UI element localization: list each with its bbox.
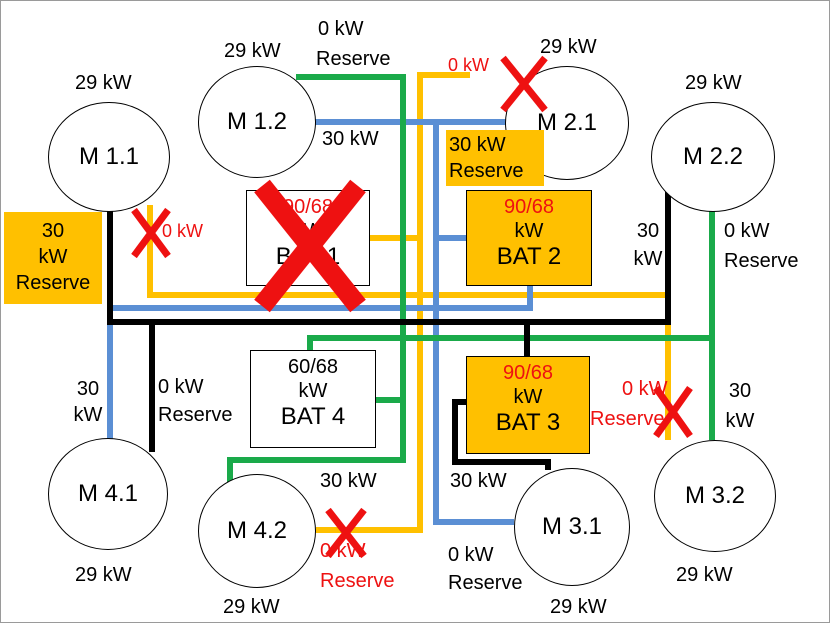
motor-m12-power: 29 kW	[224, 40, 281, 62]
motor-m22-label: M 2.2	[682, 143, 744, 170]
motor-m41-power: 29 kW	[75, 564, 132, 586]
battery-bat4-name: BAT 4	[280, 403, 346, 430]
reserve-box-m11	[4, 212, 102, 304]
motor-m12: M 1.2	[198, 66, 316, 178]
black-line-m11-m22	[107, 175, 671, 325]
m12-top-value: 0 kW	[318, 18, 364, 40]
battery-bat3-name: BAT 3	[495, 409, 561, 436]
battery-bat2-name: BAT 2	[496, 243, 562, 270]
m12-blue-label: 30 kW	[322, 128, 379, 150]
battery-bat2: 90/68 kW BAT 2	[466, 190, 592, 286]
m12-top-reserve: Reserve	[316, 48, 391, 70]
motor-m42: M 4.2	[198, 474, 316, 588]
m11-reserve-unit: kW	[38, 246, 68, 268]
motor-m31-label: M 3.1	[541, 513, 603, 540]
m32-red-value: 0 kW	[622, 378, 668, 400]
m41-blue-value: 30	[76, 378, 100, 400]
motor-m32: M 3.2	[654, 440, 776, 552]
motor-m41-label: M 4.1	[77, 480, 139, 507]
battery-bat3: 90/68 kW BAT 3	[466, 356, 590, 454]
motor-m31: M 3.1	[514, 468, 630, 586]
battery-bat2-unit: kW	[514, 220, 544, 242]
green-line-m22-m32	[307, 198, 715, 350]
m41-black-label: Reserve	[158, 404, 233, 426]
m32-green-unit: kW	[725, 410, 755, 432]
m11-reserve-value: 30	[41, 220, 65, 242]
motor-m22-power: 29 kW	[685, 72, 742, 94]
green-line-m12-bat4	[296, 74, 406, 403]
battery-bat4-charge: 60/68	[287, 356, 339, 378]
motor-m21-label: M 2.1	[536, 109, 598, 136]
yellow-line-m12-m42	[316, 72, 470, 533]
motor-m41: M 4.1	[48, 438, 168, 550]
motor-m12-label: M 1.2	[226, 108, 288, 135]
m31-black-label: 30 kW	[450, 470, 507, 492]
m42-red-label: Reserve	[320, 570, 395, 592]
m21-reserve-label: Reserve	[449, 160, 524, 182]
reserve-box-m21	[446, 130, 544, 186]
motor-m21-power: 29 kW	[540, 36, 597, 58]
m11-reserve-label: Reserve	[15, 272, 91, 294]
motor-m32-label: M 3.2	[684, 482, 746, 509]
m32-green-value: 30	[728, 380, 752, 402]
battery-bat4: 60/68 kW BAT 4	[250, 350, 376, 448]
m32-red-label: Reserve	[590, 408, 665, 430]
m22-green-value: 0 kW	[724, 220, 770, 242]
battery-bat1-unit: kW	[293, 220, 323, 242]
m11-red-label: 0 kW	[162, 221, 204, 241]
battery-bat1-name: BAT 1	[275, 243, 341, 270]
m22-green-label: Reserve	[724, 250, 799, 272]
black-line-bat3-m31	[452, 399, 551, 470]
motor-m42-label: M 4.2	[226, 517, 288, 544]
m31-blue-label: Reserve	[448, 572, 523, 594]
motor-m11: M 1.1	[48, 102, 170, 212]
battery-bat2-charge: 90/68	[503, 196, 555, 218]
m42-green-label: 30 kW	[320, 470, 377, 492]
battery-bat1-charge: 90/68	[282, 196, 334, 218]
motor-m32-power: 29 kW	[676, 564, 733, 586]
m22-black-unit: kW	[633, 248, 663, 270]
motor-m22: M 2.2	[651, 102, 775, 212]
m41-blue-unit: kW	[73, 404, 103, 426]
m22-black-value: 30	[636, 220, 660, 242]
battery-bat4-unit: kW	[298, 380, 328, 402]
motor-m31-power: 29 kW	[550, 596, 607, 618]
m41-black-value: 0 kW	[158, 376, 204, 398]
motor-m11-power: 29 kW	[75, 72, 132, 94]
battery-bat1: 90/68 kW BAT 1	[246, 190, 370, 286]
battery-bat3-charge: 90/68	[502, 362, 554, 384]
battery-bat3-unit: kW	[513, 386, 543, 408]
motor-m11-label: M 1.1	[78, 143, 140, 170]
motor-m42-power: 29 kW	[223, 596, 280, 618]
m21-red-label: 0 kW	[448, 55, 490, 75]
m31-blue-value: 0 kW	[448, 544, 494, 566]
m42-red-value: 0 kW	[320, 540, 366, 562]
m21-reserve-value: 30 kW	[449, 134, 506, 156]
